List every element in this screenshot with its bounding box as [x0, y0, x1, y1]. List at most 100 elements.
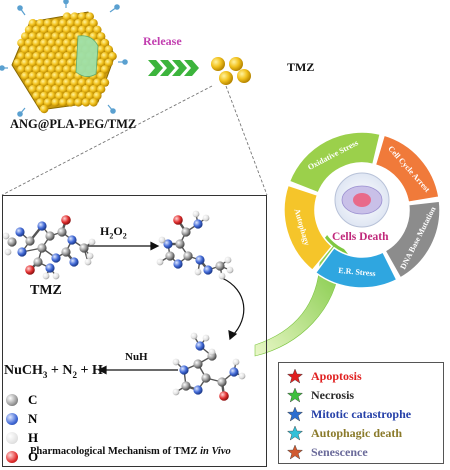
gold-particle [43, 32, 53, 41]
atom-n [15, 227, 25, 237]
legend-item: Mitotic catastrophe [287, 406, 411, 422]
gold-particle [97, 85, 106, 94]
gold-particle [59, 19, 68, 28]
gold-particle [70, 38, 79, 48]
gold-particle [36, 32, 45, 41]
gold-particle [66, 85, 76, 94]
star-icon [287, 444, 303, 460]
gold-particle [43, 45, 53, 54]
legend-label: Apoptosis [311, 368, 362, 383]
atom-h [218, 272, 226, 280]
gold-particle [66, 98, 76, 107]
gold-particle [59, 98, 68, 107]
gold-particle [40, 91, 49, 101]
atom-c [61, 247, 71, 257]
atom-n [163, 239, 173, 249]
atom-h [42, 272, 50, 280]
gold-particle [36, 98, 45, 107]
tmz-molecule-label: TMZ [30, 283, 62, 298]
gold-particle [24, 25, 34, 34]
gold-particle [59, 58, 68, 67]
gold-particle [51, 85, 60, 94]
nanoparticle-ligands [0, 0, 128, 117]
gold-particle [93, 91, 102, 101]
atom-c [79, 243, 89, 253]
atom-h [158, 236, 166, 244]
gold-particle [55, 25, 64, 34]
atom-o [25, 265, 35, 275]
atom-h [88, 238, 96, 246]
atom-c [33, 257, 43, 267]
gold-particle [51, 45, 60, 54]
gold-particle [62, 12, 72, 21]
star-icon [287, 368, 303, 384]
gold-particle [13, 58, 22, 67]
atom-n [193, 385, 203, 395]
gold-particle [43, 58, 53, 67]
gold-particle [85, 91, 95, 101]
gold-particle [104, 45, 114, 54]
gold-particle [24, 65, 34, 74]
gold-particle [32, 38, 41, 48]
gold-particle [104, 58, 114, 67]
atom-n [69, 257, 79, 267]
gold-particle [89, 85, 98, 94]
gold-particle [66, 45, 76, 54]
atom-c [217, 377, 227, 387]
atom-c [45, 231, 55, 241]
release-label: Release [143, 34, 182, 48]
tmz-molecule-structure [2, 215, 96, 280]
atom-legend-ball-o [6, 451, 18, 463]
gold-particle [51, 19, 60, 28]
gold-particle [93, 78, 102, 87]
gold-particle [32, 25, 41, 34]
atom-n [193, 219, 203, 229]
atom-h [4, 248, 12, 256]
gold-particle [85, 12, 95, 21]
gold-particle [43, 71, 53, 81]
gold-particle [74, 98, 83, 107]
gold-particle [47, 65, 56, 74]
atom-h [84, 258, 92, 266]
gold-particle [85, 78, 95, 87]
atom-h [238, 372, 246, 380]
atom-h [52, 272, 60, 280]
mechanism-caption: Pharmacological Mechanism of TMZ in Vivo [30, 446, 231, 457]
atom-h [208, 348, 216, 356]
gold-particle [59, 71, 68, 81]
gold-particle [36, 58, 45, 67]
gold-particle [59, 45, 68, 54]
gold-particle [81, 98, 91, 107]
gold-particle [21, 45, 30, 54]
gold-particle [59, 32, 68, 41]
gold-particle [21, 58, 30, 67]
nanoparticle-core-window [75, 35, 99, 77]
gold-particle [97, 71, 106, 81]
nanoparticle-cluster [11, 11, 117, 114]
legend-label: Autophagic death [311, 425, 403, 440]
ring-segment-cell-cycle-arrest [374, 134, 440, 204]
atom-o [219, 391, 229, 401]
gold-particle [51, 58, 60, 67]
gold-particle [40, 104, 49, 114]
atom-legend-row: C [6, 392, 37, 408]
gold-particle [85, 25, 95, 34]
gold-particle [62, 65, 72, 74]
released-tmz-balls [211, 57, 251, 85]
atom-n [179, 365, 189, 375]
gold-particle [108, 52, 117, 61]
atom-legend-label: H [28, 430, 39, 445]
gold-particle [32, 65, 41, 74]
atom-h [172, 358, 180, 366]
gold-particle [70, 91, 79, 101]
atom-legend-label: C [28, 392, 38, 407]
gold-particle [78, 91, 87, 101]
gold-particle [97, 45, 106, 54]
gold-particle [81, 85, 91, 94]
aic-molecule-structure [172, 332, 246, 401]
gold-particle [51, 32, 60, 41]
gold-particle [43, 85, 53, 94]
atom-legend-ball-h [6, 432, 18, 444]
atom-n [17, 247, 27, 257]
gold-particle [40, 78, 49, 87]
